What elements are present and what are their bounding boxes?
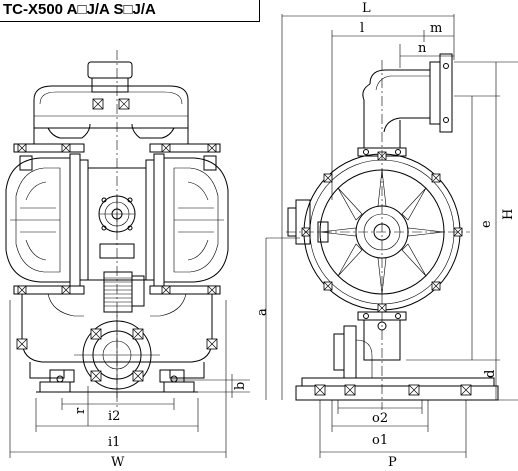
dim-l: l: [360, 21, 364, 36]
dim-e: e: [479, 220, 494, 228]
right-chamber: [145, 153, 229, 287]
dim-i1: i1: [108, 435, 120, 450]
dim-m: m: [430, 21, 442, 36]
front-view: W i1 i2 r b: [5, 50, 250, 470]
dim-W: W: [111, 455, 125, 470]
dim-a: a: [255, 308, 270, 316]
side-view: L l m n a d e H o2 o1 P: [255, 1, 518, 470]
dim-o1: o1: [372, 433, 388, 448]
left-chamber: [5, 153, 89, 287]
dim-b: b: [233, 382, 248, 390]
dim-r: r: [73, 407, 88, 414]
dim-d: d: [483, 370, 498, 378]
side-dimensions: [265, 14, 518, 458]
front-dimensions: [9, 300, 250, 458]
dim-n: n: [418, 41, 427, 56]
dim-o2: o2: [372, 411, 388, 426]
dim-P: P: [388, 455, 397, 470]
top-manifold: [13, 61, 221, 171]
side-base: [295, 311, 499, 401]
model-title: TC-X500 A□J/A S□J/A: [0, 0, 260, 22]
dim-H: H: [501, 209, 516, 220]
dim-i2: i2: [108, 409, 120, 424]
discharge-flange: [357, 53, 453, 157]
dim-L: L: [362, 1, 371, 16]
